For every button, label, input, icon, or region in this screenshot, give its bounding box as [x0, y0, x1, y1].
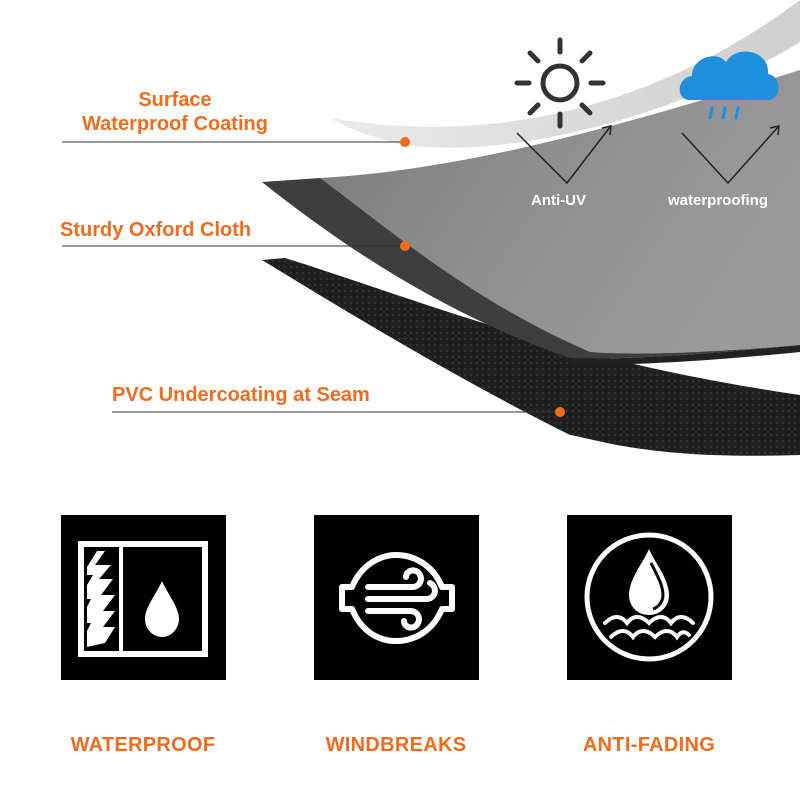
waterproof-tile	[61, 515, 226, 680]
anti-fading-label: ANTI-FADING	[582, 734, 716, 756]
waterproofing-label: waterproofing	[668, 192, 768, 209]
leader-lines	[62, 141, 560, 413]
pvc-undercoating-label: PVC Undercoating at Seam	[112, 384, 370, 406]
grey-coating-layer	[320, 70, 800, 354]
pvc-layer	[262, 258, 800, 456]
waterproof-check-arrow	[681, 125, 780, 185]
anti-uv-label: Anti-UV	[531, 192, 586, 209]
anti-fading-tile	[567, 515, 732, 680]
windbreaks-label: WINDBREAKS	[325, 734, 467, 756]
fabric-water-drop-icon	[78, 541, 208, 657]
fabric-layers-illustration	[62, 0, 800, 456]
wind-icon	[339, 552, 455, 644]
leader-dots	[400, 137, 565, 417]
rain-cloud-icon	[679, 51, 779, 120]
uv-check-arrow	[516, 125, 612, 185]
surface-coating-label: Surface Waterproof Coating	[82, 89, 268, 135]
windbreaks-tile	[314, 515, 479, 680]
oxford-cloth-label: Sturdy Oxford Cloth	[60, 219, 252, 241]
waterproof-label: WATERPROOF	[70, 734, 216, 756]
drop-waves-icon	[584, 532, 714, 662]
sun-icon	[514, 37, 606, 129]
